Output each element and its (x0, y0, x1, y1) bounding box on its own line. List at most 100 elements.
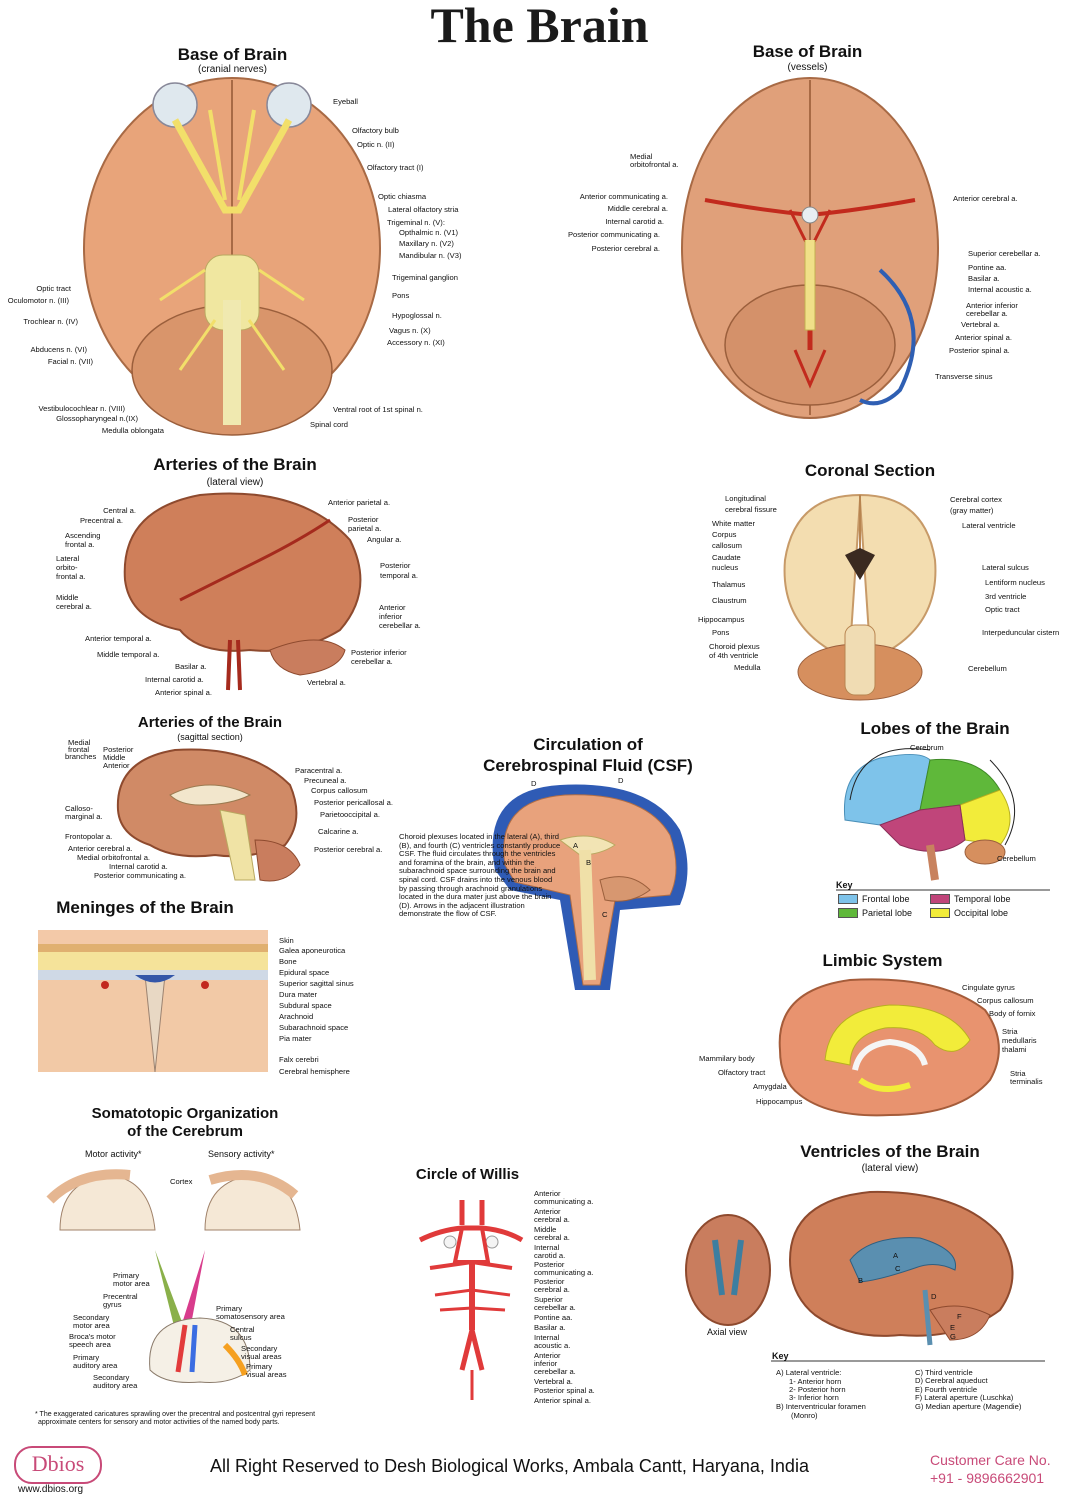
label: Precuneal a. (304, 776, 347, 785)
panel-subtitle: (cranial nerves) (198, 64, 267, 75)
label: Middle cerebral a. (607, 204, 668, 213)
label: frontal a. (65, 540, 95, 549)
label: Amygdala (753, 1082, 787, 1091)
label: cerebral a. (534, 1215, 570, 1224)
label: Ventral root of 1st spinal n. (333, 405, 423, 414)
key-item: 3- Inferior horn (789, 1393, 839, 1402)
label: Anterior communicating a. (579, 192, 668, 201)
label: Internal carotid a. (109, 862, 168, 871)
label: visual areas (246, 1370, 287, 1379)
label: Posterior communicating a. (567, 230, 660, 239)
label: Oculomotor n. (III) (7, 296, 69, 305)
label: Subarachnoid space (279, 1023, 349, 1032)
label: Cerebral cortex (950, 495, 1002, 504)
label: communicating a. (534, 1268, 594, 1277)
label: Calloso- (65, 804, 93, 813)
panel-title: Circle of Willis (415, 1166, 520, 1183)
label: Trigeminal n. (V): (387, 218, 445, 227)
panel-title: Base of Brain (177, 45, 288, 64)
label: Hippocampus (756, 1097, 803, 1106)
csf-letter: D (618, 776, 624, 785)
label: Optic chiasma (378, 192, 427, 201)
label: Medial (630, 152, 653, 161)
label: Posterior pericallosal a. (314, 798, 393, 807)
label: cerebellar a. (351, 657, 393, 666)
label: Lateral ventricle (962, 521, 1016, 530)
label: cerebral a. (534, 1285, 570, 1294)
label: thalami (1002, 1045, 1027, 1054)
label: cerebral fissure (725, 505, 777, 514)
ventricle-letter: E (950, 1323, 956, 1332)
key-item: D) Cerebral aqueduct (915, 1376, 988, 1385)
label: Olfactory bulb (352, 126, 399, 135)
label: Primary (113, 1271, 140, 1280)
label: frontal a. (56, 572, 86, 581)
label: Middle (103, 753, 126, 762)
care-number: +91 - 9896662901 (930, 1470, 1045, 1486)
key-label: Parietal lobe (862, 908, 913, 918)
label: Posterior (380, 561, 411, 570)
label: Anterior spinal a. (534, 1396, 591, 1405)
label: inferior (379, 612, 403, 621)
label: Vertebral a. (961, 320, 1000, 329)
ventricle-letter: B (858, 1276, 864, 1285)
label: somatosensory area (216, 1312, 285, 1321)
key-item: A) Lateral ventricle: (776, 1368, 842, 1377)
swatch-parietal (838, 908, 858, 918)
label: Secondary (73, 1313, 110, 1322)
panel-title: Meninges of the Brain (56, 898, 234, 917)
label: Posterior spinal a. (949, 346, 1010, 355)
label: Central (230, 1325, 255, 1334)
label: Lateral olfactory stria (388, 205, 459, 214)
label: Accessory n. (XI) (387, 338, 445, 347)
label: Anterior (103, 761, 130, 770)
panel-title: Cerebrospinal Fluid (CSF) (483, 756, 693, 775)
website-link[interactable]: www.dbios.org (18, 1484, 84, 1495)
csf-letter: B (586, 858, 592, 867)
label: Vestibulocochlear n. (VIII) (38, 404, 125, 413)
panel-subtitle: (vessels) (787, 62, 828, 73)
panel-title: Base of Brain (752, 42, 863, 61)
label: Primary (246, 1362, 273, 1371)
label: Medial orbitofrontal a. (77, 853, 151, 862)
label: Angular a. (367, 535, 402, 544)
label: Posterior (103, 745, 134, 754)
label: cerebellar a. (534, 1303, 576, 1312)
label: Spinal cord (310, 420, 348, 429)
label: Middle temporal a. (97, 650, 160, 659)
label: Axial view (707, 1327, 748, 1337)
ventricle-letter: F (957, 1312, 962, 1321)
label: temporal a. (380, 571, 418, 580)
key-item: E) Fourth ventricle (915, 1385, 978, 1394)
csf-letter: C (602, 910, 608, 919)
label: Hippocampus (698, 615, 745, 624)
label: Facial n. (VII) (47, 357, 93, 366)
label: Lentiform nucleus (985, 578, 1045, 587)
label: Posterior spinal a. (534, 1386, 595, 1395)
label: Anterior (379, 603, 406, 612)
label: Olfactory tract (718, 1068, 766, 1077)
label: Cerebrum (910, 743, 944, 752)
label: Thalamus (712, 580, 746, 589)
label: Anterior parietal a. (328, 498, 391, 507)
label: Trochlear n. (IV) (23, 317, 78, 326)
key-item: B) Interventricular foramen (776, 1402, 866, 1411)
label: Subdural space (279, 1001, 332, 1010)
label: Anterior cerebral a. (953, 194, 1018, 203)
label: Cerebral hemisphere (279, 1067, 350, 1076)
label: Claustrum (712, 596, 747, 605)
key-label: Frontal lobe (862, 894, 910, 904)
label: Pons (712, 628, 730, 637)
panel-title: Limbic System (822, 951, 943, 970)
panel-title: Coronal Section (804, 461, 936, 480)
label: Middle (534, 1225, 557, 1234)
label: Transverse sinus (935, 372, 993, 381)
label: Bone (279, 957, 297, 966)
